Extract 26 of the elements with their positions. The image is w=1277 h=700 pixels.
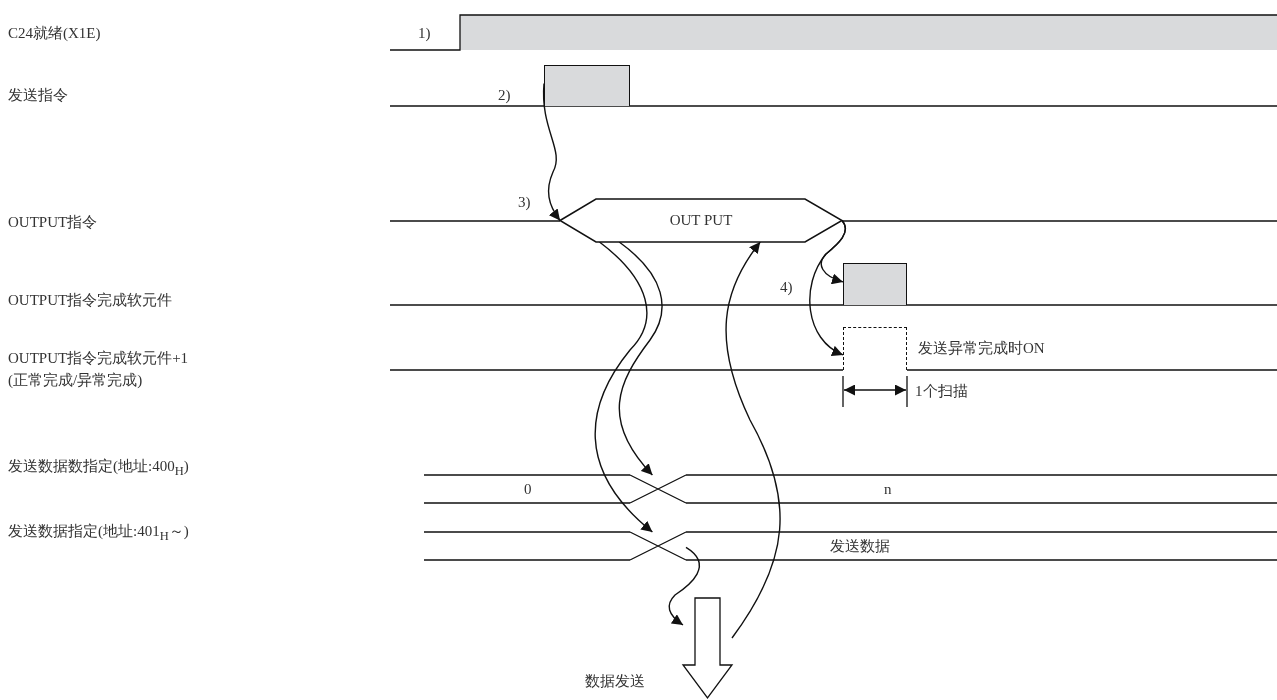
- bus-value: 发送数据: [830, 537, 890, 556]
- callout-number: 4): [780, 278, 793, 297]
- annotation: 发送异常完成时ON: [918, 339, 1045, 358]
- bus-value: 0: [524, 480, 532, 499]
- signal-name: 发送指令: [8, 86, 68, 105]
- pulse: [544, 65, 630, 106]
- curved-arrow: [594, 241, 654, 533]
- curved-arrow: [618, 241, 663, 476]
- instruction-label: OUT PUT: [669, 212, 733, 229]
- curved-arrow: [725, 241, 781, 639]
- signal-name: OUTPUT指令完成软元件+1 (正常完成/异常完成): [8, 349, 190, 390]
- annotation: 数据发送: [585, 672, 645, 691]
- signal-name: C24就绪(X1E): [8, 24, 101, 43]
- duration-label: 1个扫描: [915, 382, 968, 401]
- bus-value: n: [884, 480, 892, 499]
- callout-number: 2): [498, 86, 511, 105]
- dashed-pulse: [843, 327, 907, 370]
- signal-name: OUTPUT指令: [8, 213, 98, 232]
- callout-number: 1): [418, 24, 431, 43]
- signal-name: OUTPUT指令完成软元件: [8, 291, 173, 310]
- curved-arrow: [668, 546, 701, 626]
- signal-name: 发送数据数指定(地址:400$_{H}$): [8, 456, 189, 480]
- pulse: [843, 263, 907, 305]
- curved-arrow: [809, 219, 847, 356]
- callout-number: 3): [518, 193, 531, 212]
- signal-name: 发送数据指定(地址:401$_{H}$～): [8, 521, 189, 545]
